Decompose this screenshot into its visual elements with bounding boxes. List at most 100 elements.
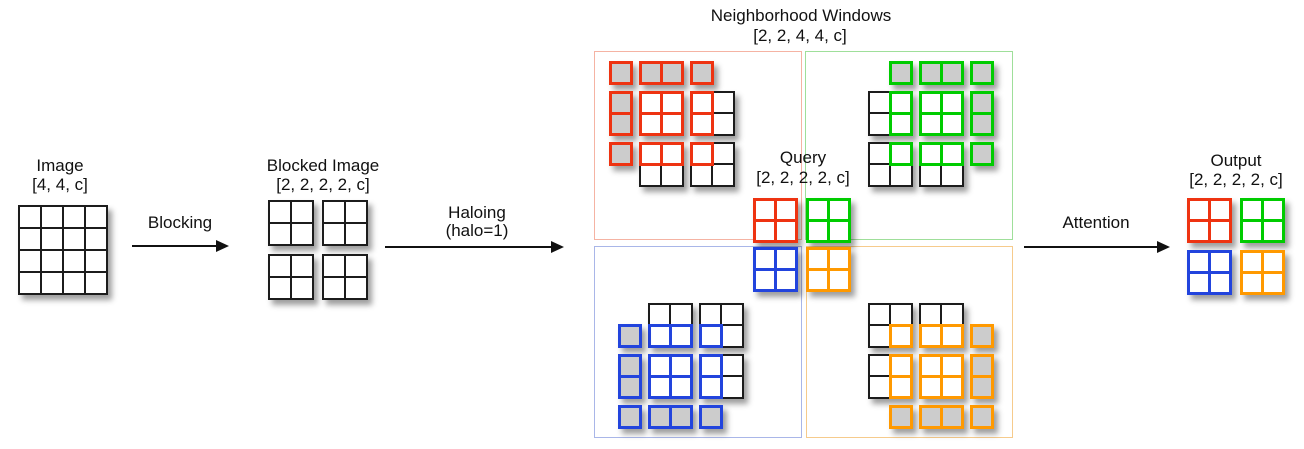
window-panel-top-right-block xyxy=(919,142,964,187)
halo-padding-cell xyxy=(970,142,994,166)
window-panel-bottom-left-block xyxy=(648,354,693,399)
window-panel-bottom-right-block xyxy=(919,354,964,399)
window-cell xyxy=(774,247,798,271)
window-cell xyxy=(660,142,684,166)
image-cell xyxy=(711,163,735,187)
window-cell xyxy=(1208,250,1232,274)
output-shape: [2, 2, 2, 2, c] xyxy=(1189,170,1283,189)
window-cell xyxy=(889,112,913,136)
halo-padding-cell xyxy=(889,405,913,429)
window-panel-top-right-container xyxy=(805,51,1013,240)
window-cell xyxy=(1261,271,1285,295)
image-cell xyxy=(669,303,693,327)
blocked-image-title: Blocked Image xyxy=(266,156,380,175)
window-cell xyxy=(690,142,714,166)
image-cell xyxy=(868,112,892,136)
window-panel-top-left-block xyxy=(690,91,735,136)
window-cell xyxy=(774,268,798,292)
image-cell xyxy=(940,303,964,327)
halo-padding-cell xyxy=(618,405,642,429)
window-cell xyxy=(660,112,684,136)
window-panel-top-right-block xyxy=(889,61,913,85)
window-panel-bottom-right-block xyxy=(970,324,994,348)
window-panel-top-left-block xyxy=(639,142,684,187)
window-panel-bottom-left-container xyxy=(594,246,802,438)
window-panel-bottom-right-block xyxy=(889,405,913,429)
window-cell xyxy=(753,198,777,222)
halo-padding-cell xyxy=(618,375,642,399)
window-panel-top-right-block xyxy=(868,91,913,136)
window-cell xyxy=(1240,271,1264,295)
halo-padding-cell xyxy=(660,61,684,85)
image-cell xyxy=(889,303,913,327)
blocking-arrow-line xyxy=(132,245,219,247)
image-cell xyxy=(84,271,108,295)
window-panel-top-right-block xyxy=(919,61,964,85)
window-panel-bottom-right-container xyxy=(806,246,1013,438)
window-panel-top-left-block xyxy=(639,61,684,85)
window-panel-top-left-block xyxy=(639,91,684,136)
query-block-bottom-right xyxy=(806,247,851,292)
window-panel-bottom-left-block xyxy=(618,354,642,399)
image-cell xyxy=(720,303,744,327)
halo-padding-cell xyxy=(699,405,723,429)
halo-padding-cell xyxy=(970,61,994,85)
neighborhood-windows-title: Neighborhood Windows xyxy=(710,6,892,25)
image-cell xyxy=(344,276,368,300)
window-panel-top-left-block xyxy=(690,142,735,187)
window-panel-top-right-block xyxy=(919,91,964,136)
attention-arrow-line xyxy=(1024,246,1160,248)
window-panel-bottom-right-block xyxy=(868,303,913,348)
window-cell xyxy=(1208,198,1232,222)
query-shape: [2, 2, 2, 2, c] xyxy=(756,168,850,187)
query-block-top-right xyxy=(806,198,851,243)
window-cell xyxy=(889,91,913,115)
halo-padding-cell xyxy=(940,61,964,85)
window-panel-top-right-block xyxy=(970,91,994,136)
blocked-block-top-right xyxy=(322,200,368,246)
haloing-arrow-label-line2: (halo=1) xyxy=(445,221,509,240)
halo-padding-cell xyxy=(940,405,964,429)
window-cell xyxy=(1208,271,1232,295)
image-cell xyxy=(84,205,108,229)
output-block-top-left xyxy=(1187,198,1232,243)
image-cell xyxy=(344,222,368,246)
window-cell xyxy=(919,375,943,399)
image-title: Image xyxy=(36,156,84,175)
window-panel-top-right-block xyxy=(970,142,994,166)
window-panel-top-right-block xyxy=(868,142,913,187)
window-cell xyxy=(940,375,964,399)
window-cell xyxy=(648,324,672,348)
output-block-bottom-right xyxy=(1240,250,1285,295)
blocking-arrow-label: Blocking xyxy=(147,213,213,232)
halo-padding-cell xyxy=(669,405,693,429)
window-panel-bottom-left-block xyxy=(618,324,642,348)
window-cell xyxy=(889,375,913,399)
window-cell xyxy=(827,198,851,222)
halo-padding-cell xyxy=(889,61,913,85)
image-cell xyxy=(268,276,292,300)
window-cell xyxy=(889,142,913,166)
window-cell xyxy=(940,112,964,136)
halo-padding-cell xyxy=(970,324,994,348)
window-panel-bottom-right-block xyxy=(970,405,994,429)
image-grid xyxy=(18,205,108,295)
window-panel-bottom-right-block xyxy=(919,303,964,348)
image-shape: [4, 4, c] xyxy=(32,175,88,194)
image-cell xyxy=(290,222,314,246)
query-block-bottom-left xyxy=(753,247,798,292)
window-panel-top-left-container xyxy=(594,51,802,240)
blocked-block-bottom-right xyxy=(322,254,368,300)
halo-padding-cell xyxy=(609,142,633,166)
blocked-image-shape: [2, 2, 2, 2, c] xyxy=(276,175,370,194)
output-block-top-right xyxy=(1240,198,1285,243)
neighborhood-windows-shape: [2, 2, 4, 4, c] xyxy=(753,26,847,45)
window-cell xyxy=(940,142,964,166)
window-cell xyxy=(699,324,723,348)
halo-padding-cell xyxy=(609,112,633,136)
window-panel-bottom-left-block xyxy=(618,405,642,429)
haloing-arrow-line xyxy=(385,246,554,248)
image-cell xyxy=(940,163,964,187)
